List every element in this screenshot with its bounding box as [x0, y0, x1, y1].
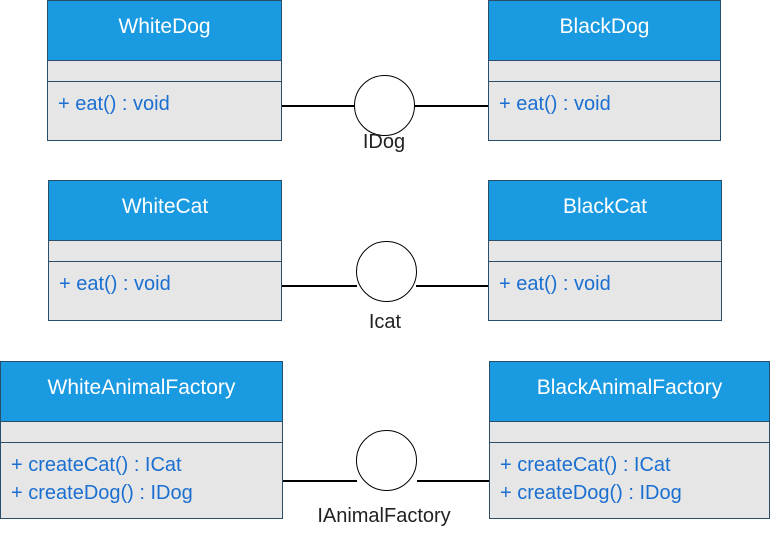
class-black-cat[interactable]: BlackCat + eat() : void: [488, 180, 722, 321]
methods-compartment: + createCat() : ICat + createDog() : IDo…: [1, 443, 282, 507]
methods-compartment: + eat() : void: [49, 262, 281, 298]
method: + createDog() : IDog: [500, 482, 682, 504]
ifactory-right-connector: [417, 480, 489, 482]
method: + eat() : void: [499, 93, 611, 115]
icat-interface-circle[interactable]: [356, 241, 417, 302]
ifactory-interface-label: IAnimalFactory: [317, 505, 451, 527]
method: + createCat() : ICat: [500, 454, 671, 476]
idog-interface-circle[interactable]: [354, 75, 415, 136]
attributes-compartment: [489, 61, 720, 82]
method: + eat() : void: [59, 273, 171, 295]
attributes-compartment: [49, 241, 281, 262]
class-white-animal-factory[interactable]: WhiteAnimalFactory + createCat() : ICat …: [0, 361, 283, 519]
attributes-compartment: [1, 422, 282, 443]
idog-interface-label: IDog: [362, 131, 406, 153]
class-name: BlackDog: [489, 1, 720, 61]
class-white-dog[interactable]: WhiteDog + eat() : void: [47, 0, 282, 141]
class-name: BlackCat: [489, 181, 721, 241]
icat-left-connector: [282, 285, 357, 287]
ifactory-interface-circle[interactable]: [356, 430, 417, 491]
method: + eat() : void: [499, 273, 611, 295]
class-black-animal-factory[interactable]: BlackAnimalFactory + createCat() : ICat …: [489, 361, 770, 519]
methods-compartment: + createCat() : ICat + createDog() : IDo…: [490, 443, 769, 507]
idog-right-connector: [415, 105, 488, 107]
class-name: WhiteDog: [48, 1, 281, 61]
class-white-cat[interactable]: WhiteCat + eat() : void: [48, 180, 282, 321]
class-name: WhiteAnimalFactory: [1, 362, 282, 422]
attributes-compartment: [48, 61, 281, 82]
methods-compartment: + eat() : void: [489, 82, 720, 118]
class-black-dog[interactable]: BlackDog + eat() : void: [488, 0, 721, 141]
ifactory-left-connector: [283, 480, 357, 482]
icat-interface-label: Icat: [368, 311, 402, 333]
icat-right-connector: [416, 285, 488, 287]
attributes-compartment: [490, 422, 769, 443]
class-name: BlackAnimalFactory: [490, 362, 769, 422]
class-name: WhiteCat: [49, 181, 281, 241]
method: + eat() : void: [58, 93, 170, 115]
method: + createCat() : ICat: [11, 454, 182, 476]
methods-compartment: + eat() : void: [489, 262, 721, 298]
attributes-compartment: [489, 241, 721, 262]
idog-left-connector: [282, 105, 355, 107]
method: + createDog() : IDog: [11, 482, 193, 504]
methods-compartment: + eat() : void: [48, 82, 281, 118]
